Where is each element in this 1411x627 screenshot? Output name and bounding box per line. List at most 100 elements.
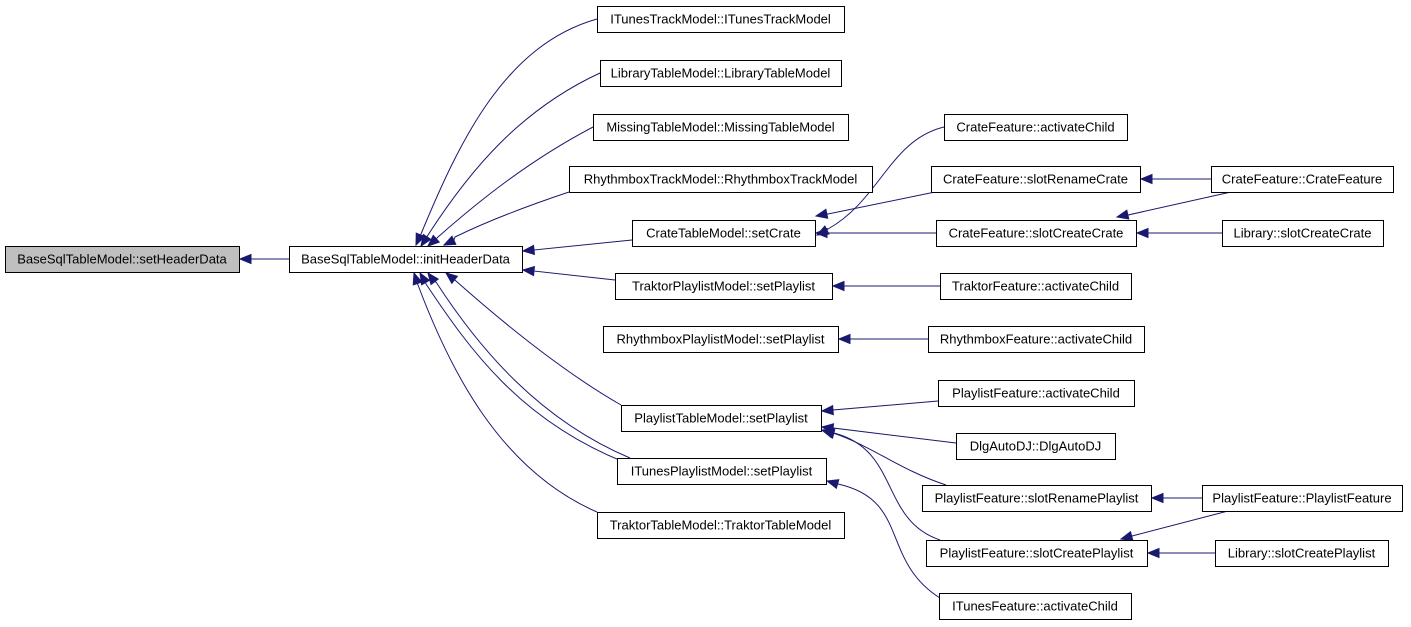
node-label: CrateFeature::CrateFeature xyxy=(1222,172,1382,187)
node-n9[interactable]: PlaylistTableModel::setPlaylist xyxy=(621,405,822,432)
edge-n25-n20 xyxy=(1146,547,1215,559)
node-label: TraktorPlaylistModel::setPlaylist xyxy=(632,279,815,294)
edge-line xyxy=(435,126,594,240)
edge-line xyxy=(419,18,598,236)
arrowhead xyxy=(1139,173,1153,185)
node-n8[interactable]: RhythmboxPlaylistModel::setPlaylist xyxy=(603,326,839,353)
node-n3[interactable]: LibraryTableModel::LibraryTableModel xyxy=(600,60,842,87)
node-n21[interactable]: ITunesFeature::activateChild xyxy=(939,593,1132,620)
node-n11[interactable]: TraktorTableModel::TraktorTableModel xyxy=(597,512,845,539)
node-label: RhythmboxTrackModel::RhythmboxTrackModel xyxy=(584,172,858,187)
node-box xyxy=(5,246,240,273)
arrowhead xyxy=(412,271,423,286)
node-label: PlaylistFeature::PlaylistFeature xyxy=(1212,491,1391,506)
node-n10[interactable]: ITunesPlaylistModel::setPlaylist xyxy=(617,458,827,485)
edge-n24-n20 xyxy=(1119,510,1229,542)
arrowhead xyxy=(1135,227,1149,239)
node-box xyxy=(939,593,1132,620)
arrowhead xyxy=(427,234,441,247)
edge-n5-n1 xyxy=(442,191,570,246)
edge-n11-n1 xyxy=(412,271,598,513)
node-n14[interactable]: CrateFeature::slotCreateCrate xyxy=(936,220,1137,247)
edge-line xyxy=(832,400,939,411)
node-box xyxy=(926,540,1148,567)
node-n7[interactable]: TraktorPlaylistModel::setPlaylist xyxy=(615,273,833,300)
node-label: MissingTableModel::MissingTableModel xyxy=(606,120,834,135)
node-n19[interactable]: PlaylistFeature::slotRenamePlaylist xyxy=(922,485,1152,512)
node-label: CrateTableModel::setCrate xyxy=(646,226,801,241)
edge-n20-n9 xyxy=(821,428,941,541)
node-box xyxy=(617,458,827,485)
node-box xyxy=(936,220,1137,247)
node-label: ITunesFeature::activateChild xyxy=(952,599,1118,614)
node-n12[interactable]: CrateFeature::activateChild xyxy=(944,114,1128,141)
edge-line xyxy=(533,270,616,281)
edge-n16-n8 xyxy=(837,333,928,345)
arrowhead xyxy=(831,280,845,292)
node-label: CrateFeature::activateChild xyxy=(956,120,1114,135)
node-n0[interactable]: BaseSqlTableModel::setHeaderData xyxy=(5,246,240,273)
edge-line xyxy=(426,72,601,238)
node-n5[interactable]: RhythmboxTrackModel::RhythmboxTrackModel xyxy=(569,166,873,193)
arrowhead xyxy=(1115,209,1130,220)
node-n25[interactable]: Library::slotCreatePlaylist xyxy=(1215,540,1389,567)
edge-line xyxy=(425,282,625,463)
arrowhead xyxy=(821,428,836,439)
edge-n22-n14 xyxy=(1115,191,1232,220)
node-n2[interactable]: ITunesTrackModel::ITunesTrackModel xyxy=(597,6,845,33)
node-n23[interactable]: Library::slotCreateCrate xyxy=(1222,220,1384,247)
node-label: DlgAutoDJ::DlgAutoDJ xyxy=(970,439,1102,454)
node-label: Library::slotCreatePlaylist xyxy=(1228,546,1376,561)
arrowhead xyxy=(1119,530,1134,542)
node-n17[interactable]: PlaylistFeature::activateChild xyxy=(938,380,1135,407)
arrowhead xyxy=(444,272,459,285)
node-box xyxy=(931,166,1141,193)
node-box xyxy=(944,114,1128,141)
edge-n22-n13 xyxy=(1139,173,1211,185)
node-n20[interactable]: PlaylistFeature::slotCreatePlaylist xyxy=(926,540,1148,567)
arrowhead xyxy=(427,271,440,286)
arrowhead xyxy=(238,253,252,265)
node-label: TraktorTableModel::TraktorTableModel xyxy=(610,518,832,533)
edge-line xyxy=(826,126,945,231)
node-n13[interactable]: CrateFeature::slotRenameCrate xyxy=(931,166,1141,193)
node-box xyxy=(600,60,842,87)
edge-n23-n14 xyxy=(1135,227,1222,239)
edge-line xyxy=(832,432,947,486)
node-label: Library::slotCreateCrate xyxy=(1234,226,1372,241)
edge-n3-n1 xyxy=(420,72,601,248)
node-n18[interactable]: DlgAutoDJ::DlgAutoDJ xyxy=(956,433,1116,460)
edge-n2-n1 xyxy=(415,18,598,247)
node-box xyxy=(928,326,1145,353)
arrowhead xyxy=(814,208,829,219)
node-n15[interactable]: TraktorFeature::activateChild xyxy=(940,273,1132,300)
arrowhead xyxy=(1146,547,1160,559)
node-n24[interactable]: PlaylistFeature::PlaylistFeature xyxy=(1202,485,1403,512)
edge-n14-n6 xyxy=(814,227,936,239)
node-n16[interactable]: RhythmboxFeature::activateChild xyxy=(928,326,1145,353)
node-box xyxy=(603,326,839,353)
node-label: PlaylistFeature::slotRenamePlaylist xyxy=(935,491,1139,506)
node-label: BaseSqlTableModel::setHeaderData xyxy=(17,252,227,267)
node-label: RhythmboxFeature::activateChild xyxy=(940,332,1132,347)
arrowhead xyxy=(415,232,426,247)
edge-line xyxy=(837,483,941,599)
edge-n24-n19 xyxy=(1150,492,1202,504)
node-box xyxy=(593,114,849,141)
node-label: CrateFeature::slotCreateCrate xyxy=(949,226,1124,241)
node-n4[interactable]: MissingTableModel::MissingTableModel xyxy=(593,114,849,141)
node-box xyxy=(597,6,845,33)
node-box xyxy=(956,433,1116,460)
node-label: RhythmboxPlaylistModel::setPlaylist xyxy=(616,332,824,347)
node-n1[interactable]: BaseSqlTableModel::initHeaderData xyxy=(289,246,523,273)
node-n22[interactable]: CrateFeature::CrateFeature xyxy=(1211,166,1394,193)
arrowhead xyxy=(420,233,432,248)
edge-line xyxy=(833,432,941,541)
node-label: CrateFeature::slotRenameCrate xyxy=(943,172,1128,187)
edge-layer xyxy=(238,18,1232,599)
node-n6[interactable]: CrateTableModel::setCrate xyxy=(632,220,816,247)
edge-n1-n0 xyxy=(238,253,289,265)
edge-line xyxy=(454,279,622,406)
node-box xyxy=(938,380,1135,407)
